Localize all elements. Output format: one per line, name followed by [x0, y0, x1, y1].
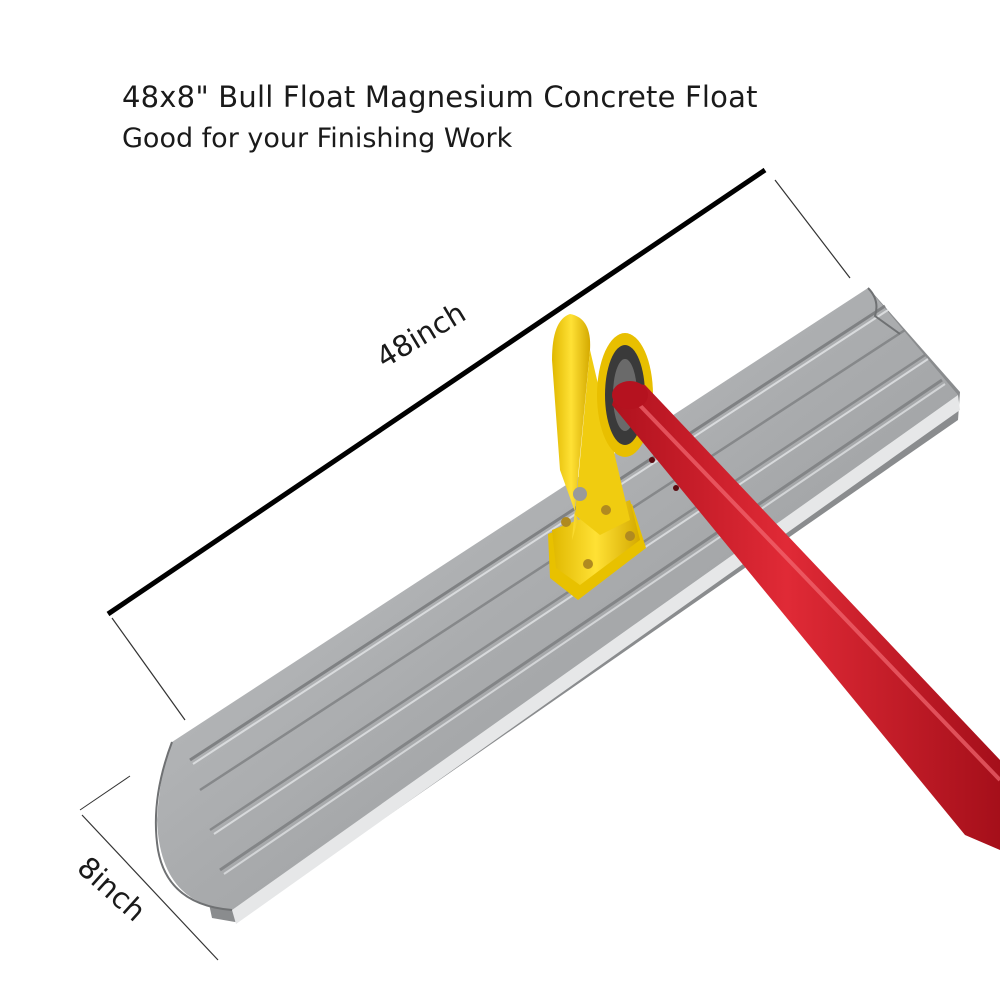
- product-title: 48x8" Bull Float Magnesium Concrete Floa…: [122, 80, 758, 114]
- width-dimension-line: [79, 775, 219, 961]
- red-handle: [612, 381, 1000, 850]
- product-subtitle: Good for your Finishing Work: [122, 123, 513, 154]
- length-dimension-line: [106, 167, 851, 721]
